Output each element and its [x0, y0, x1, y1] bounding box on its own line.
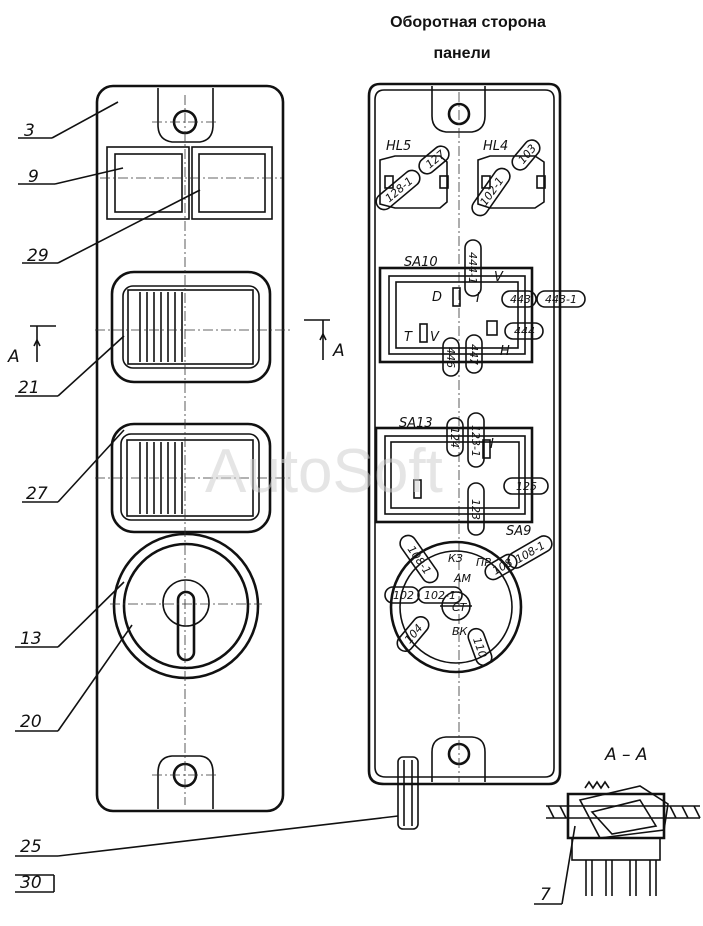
watermark: AutoSoft	[205, 437, 443, 506]
sa9-vk: ВК	[452, 625, 469, 638]
wire-tag: 444	[514, 325, 535, 338]
back-panel	[367, 82, 562, 830]
callout-30: 30	[20, 873, 42, 893]
callout-21: 21	[18, 378, 40, 398]
wire-tag: 123	[469, 499, 482, 520]
section-mark-right: A	[332, 341, 345, 361]
callout-20: 20	[20, 712, 42, 732]
wire-tag: 104	[402, 622, 425, 646]
label-hl4: HL4	[483, 139, 508, 154]
section-markers: A A	[7, 319, 345, 367]
left-callouts: 3 9 29 21 27 13 20 25 30	[15, 101, 399, 893]
sa9-am: АМ	[453, 572, 472, 585]
label-sa13: SA13	[399, 416, 433, 431]
title-line1: Оборотная сторона	[390, 14, 546, 31]
wire-tag: 124	[448, 427, 461, 448]
callout-3: 3	[24, 121, 35, 141]
wire-tag: 102	[393, 589, 414, 602]
label-sa9: SA9	[506, 524, 531, 539]
section-aa-detail: A – A 7	[534, 745, 701, 905]
callout-13: 13	[20, 629, 42, 649]
callout-9: 9	[28, 167, 39, 187]
mark-i2: I	[490, 437, 494, 452]
callout-29: 29	[27, 246, 49, 266]
title-line2: панели	[433, 45, 490, 62]
sa9-st: СТ	[452, 601, 468, 614]
mark-d: D	[432, 290, 442, 305]
wire-tags: 128-1 127 102-1 103 444-1 443 443-1 444 …	[375, 139, 586, 667]
sa9-kz: КЗ	[448, 552, 463, 565]
mark-h: H	[500, 344, 510, 359]
mark-v2: V	[494, 270, 504, 285]
wire-tag: 123-1	[469, 425, 482, 457]
mark-v: V	[430, 330, 440, 345]
front-panel	[95, 84, 290, 813]
wire-tag: 446	[444, 347, 457, 368]
mark-t: T	[404, 330, 413, 345]
wire-tag: 103	[516, 142, 539, 166]
wire-tag: 125	[516, 480, 537, 493]
wire-tag: 443	[510, 293, 531, 306]
wire-tag: 444-1	[466, 252, 479, 284]
label-hl5: HL5	[386, 139, 411, 154]
wire-tag: 447	[467, 344, 480, 365]
callout-27: 27	[26, 484, 48, 504]
sa9-pr: ПР	[476, 556, 491, 569]
callout-25: 25	[20, 837, 42, 857]
section-mark-left: A	[7, 347, 20, 367]
mark-i: I	[476, 291, 480, 306]
wire-tag: 443-1	[545, 293, 577, 306]
section-view-label: A – A	[604, 745, 648, 765]
wire-tag: 102-1	[424, 589, 456, 602]
callout-7: 7	[540, 885, 551, 905]
label-sa10: SA10	[404, 255, 438, 270]
wire-tag: 127	[423, 148, 447, 171]
